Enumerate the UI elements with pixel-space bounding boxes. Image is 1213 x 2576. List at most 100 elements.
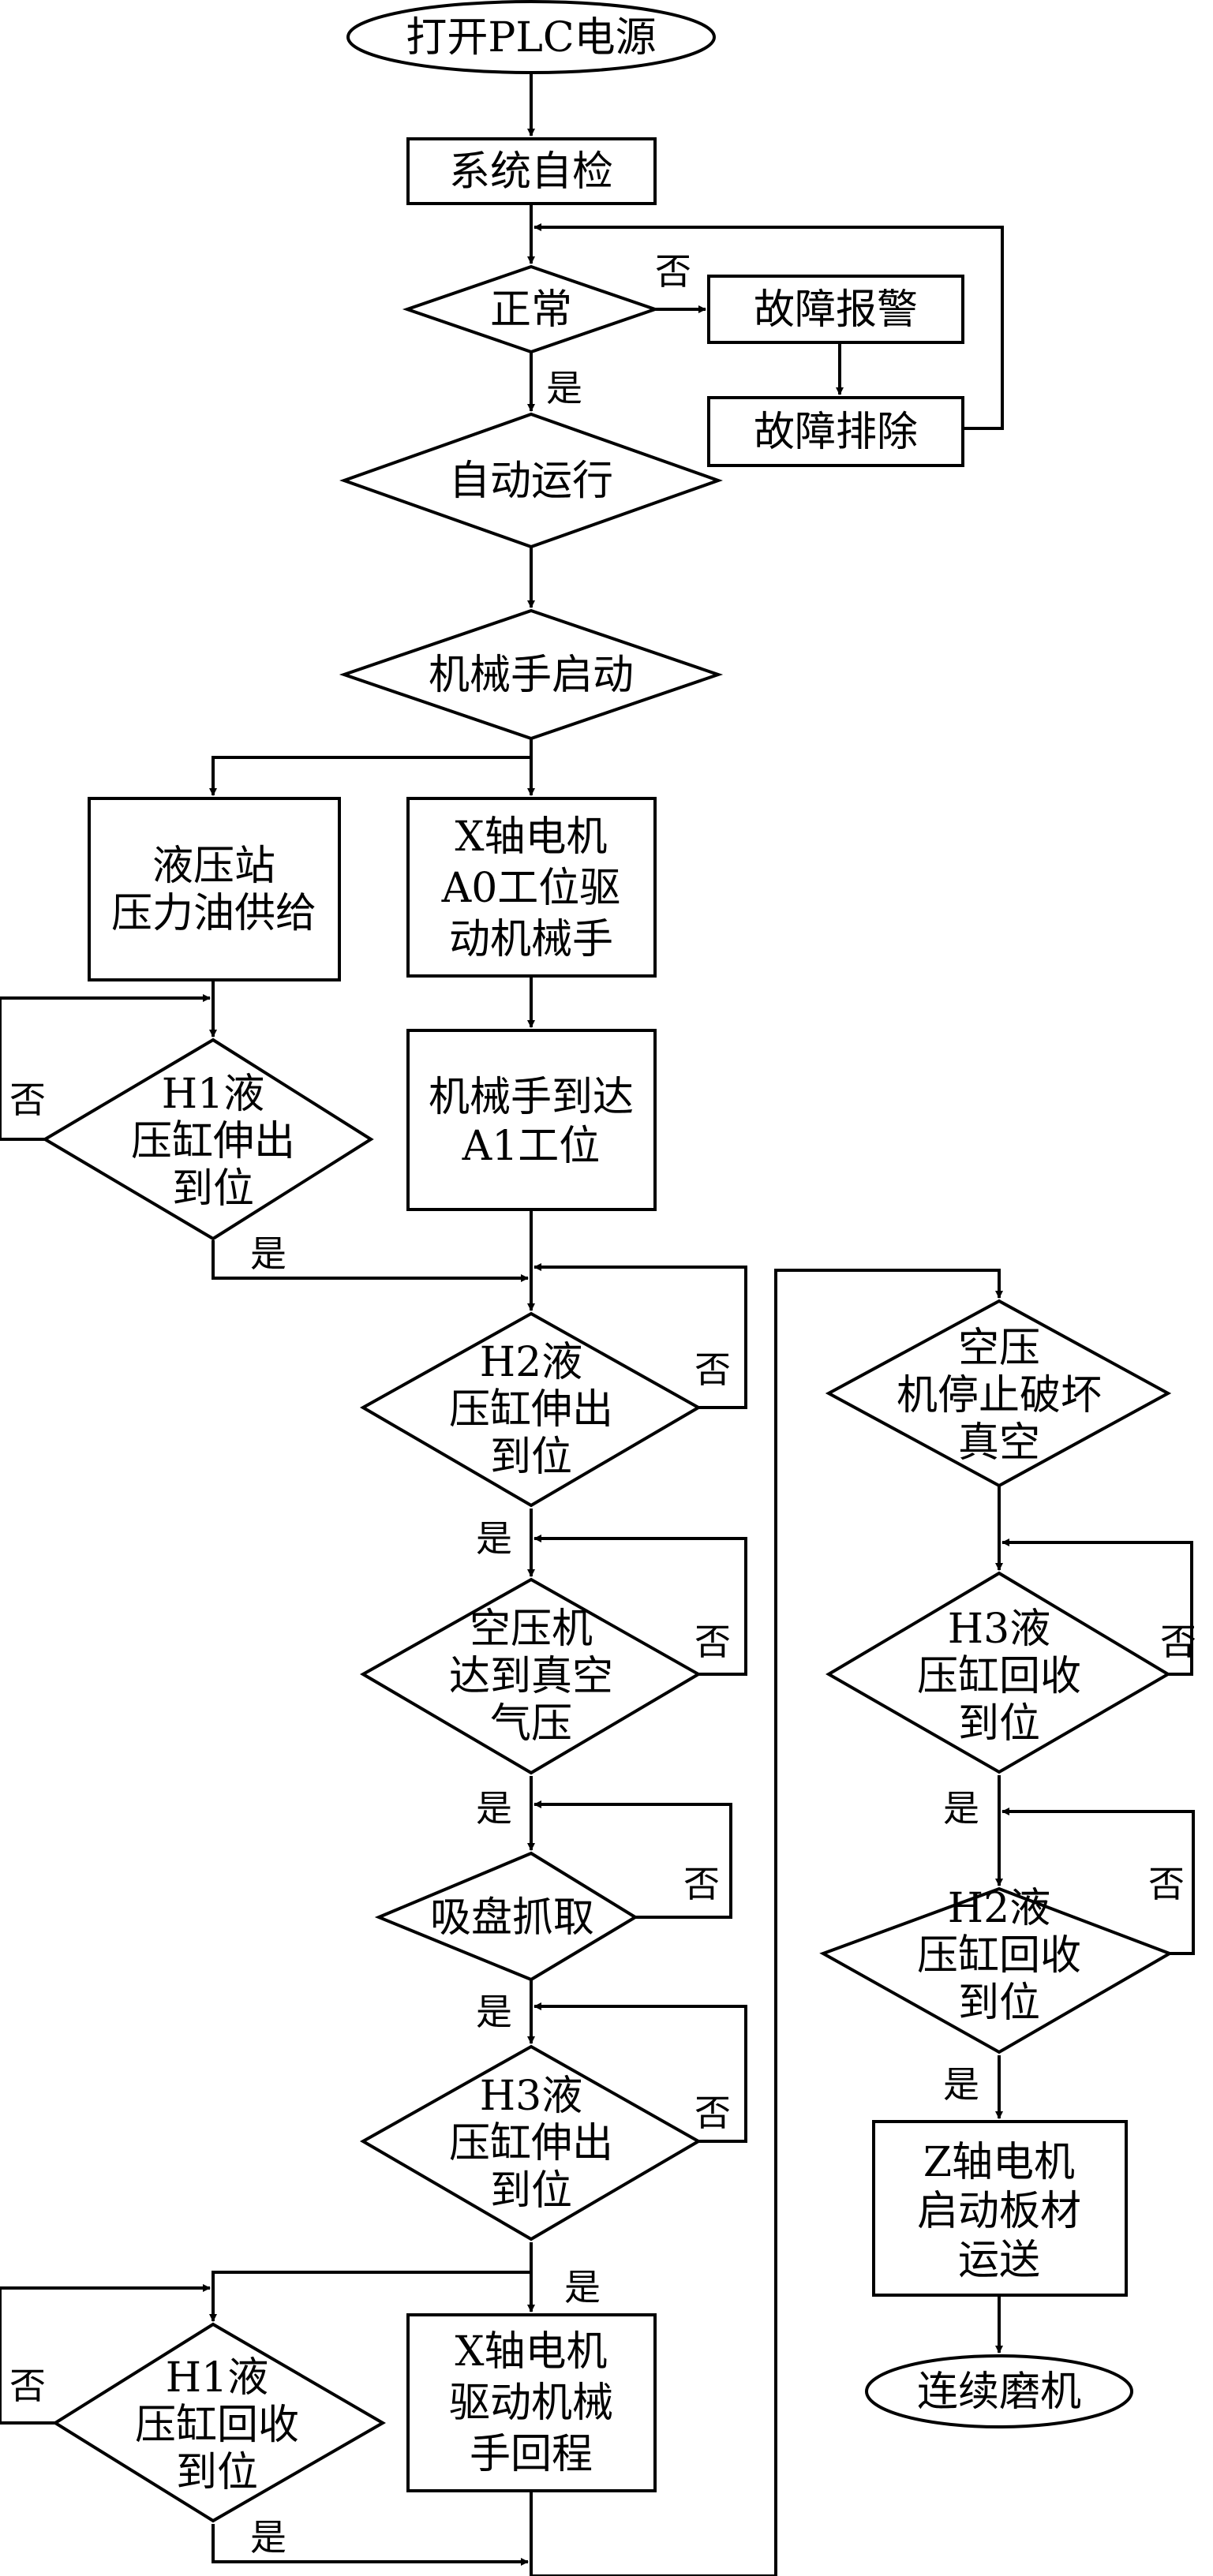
z-motor-line-2: 启动板材 (917, 2188, 1081, 2235)
x-motor-a0-line-3: 动机械手 (449, 916, 613, 963)
label-h1-yes: 是 (250, 1232, 286, 1275)
label-h2-no: 否 (694, 1348, 731, 1391)
arrow-h1-no-loop (0, 994, 211, 1141)
arrow-h1r-yes (212, 2524, 529, 2566)
h3-retract-line-3: 到位 (958, 1700, 1040, 1748)
robot-a1-box (406, 1029, 657, 1211)
normal-text: 正常 (490, 286, 572, 334)
label-h3-yes: 是 (564, 2266, 601, 2309)
h1-retract-line-2: 压缸回收 (135, 2402, 299, 2449)
label-h1r-yes: 是 (250, 2516, 286, 2559)
x-motor-a0-box (406, 797, 657, 978)
h3-retract-line-2: 压缸回收 (917, 1653, 1081, 1700)
air-vacuum-line-1: 空压机 (470, 1606, 593, 1653)
arrow-suction-no-loop (533, 1800, 732, 1919)
hydraulic-station-line-2: 压力油供给 (111, 890, 316, 937)
x-motor-a0-line-2: A0工位驱 (441, 865, 621, 912)
arrow-branch-left (209, 756, 531, 796)
arrow-h3-no-loop (533, 2002, 747, 2143)
suction-text: 吸盘抓取 (430, 1894, 594, 1942)
node-texts: 打开PLC电源 系统自检 正常 故障报警 故障排除 自动运行 机械手启动 液压站… (111, 14, 1102, 2496)
air-stop-line-2: 机停止破坏 (897, 1372, 1102, 1419)
fault-alarm-text: 故障报警 (754, 286, 918, 334)
label-h2-yes: 是 (476, 1517, 512, 1560)
air-vacuum-decision (359, 1577, 702, 1775)
air-stop-decision (825, 1299, 1172, 1488)
air-vacuum-line-3: 气压 (490, 1700, 572, 1748)
robot-start-text: 机械手启动 (429, 652, 634, 699)
start-text: 打开PLC电源 (406, 14, 656, 62)
branch-labels: 否 是 否 是 否 是 否 是 否 是 否 是 否 是 否 是 否 是 (9, 250, 1196, 2559)
auto-run-text: 自动运行 (449, 458, 613, 505)
h1-retract-decision (52, 2322, 386, 2523)
h3-extend-decision (359, 2044, 702, 2241)
label-h3r-no: 否 (1160, 1621, 1196, 1663)
arrow-return-to-right (530, 1269, 1003, 2576)
arrow-air-no-loop (533, 1535, 747, 1676)
x-motor-return-box (406, 2313, 657, 2492)
self-check-text: 系统自检 (449, 148, 613, 196)
air-stop-line-1: 空压 (958, 1325, 1040, 1372)
h3-extend-line-2: 压缸伸出 (449, 2120, 613, 2167)
label-h2r-yes: 是 (943, 2063, 979, 2106)
arrow-h1r-no-loop (0, 2284, 211, 2425)
h3-retract-line-1: H3液 (948, 1606, 1050, 1653)
h2-retract-line-3: 到位 (958, 1980, 1040, 2027)
arrow-h3r-no-loop (1001, 1538, 1193, 1676)
h2-retract-line-1: H2液 (948, 1885, 1050, 1932)
robot-a1-line-1: 机械手到达 (429, 1074, 634, 1121)
h3-extend-line-3: 到位 (490, 2167, 572, 2215)
fault-alarm-box (707, 275, 964, 344)
label-air-no: 否 (694, 1621, 731, 1663)
connectors (0, 73, 1195, 2576)
h2-extend-line-2: 压缸伸出 (449, 1386, 613, 1434)
label-air-yes: 是 (476, 1787, 512, 1830)
robot-a1-line-2: A1工位 (462, 1123, 601, 1170)
x-motor-return-line-2: 驱动机械 (449, 2380, 613, 2427)
h2-extend-line-3: 到位 (490, 1434, 572, 1481)
normal-decision (402, 264, 661, 354)
h2-extend-decision (359, 1311, 702, 1508)
h1-extend-line-2: 压缸伸出 (131, 1118, 295, 1165)
end-text: 连续磨机 (917, 2368, 1081, 2416)
end-terminal (865, 2354, 1133, 2428)
air-vacuum-line-2: 达到真空 (449, 1653, 613, 1700)
h1-retract-line-3: 到位 (176, 2449, 258, 2496)
h1-extend-line-1: H1液 (162, 1071, 264, 1118)
fault-clear-text: 故障排除 (754, 409, 918, 456)
label-h2r-no: 否 (1148, 1863, 1185, 1905)
arrow-h2r-no-loop (1001, 1808, 1195, 1955)
z-motor-line-1: Z轴电机 (923, 2139, 1075, 2186)
h2-extend-line-1: H2液 (480, 1339, 582, 1386)
z-motor-box (872, 2120, 1128, 2297)
h1-extend-decision (42, 1038, 374, 1241)
robot-start-decision (339, 608, 724, 741)
z-motor-line-3: 运送 (958, 2237, 1040, 2284)
label-normal-yes: 是 (546, 367, 582, 409)
label-h1-no: 否 (9, 1079, 46, 1121)
suction-decision (374, 1851, 638, 1982)
h1-extend-line-3: 到位 (172, 1165, 254, 1213)
hydraulic-station-box (88, 797, 341, 981)
label-suction-yes: 是 (476, 1991, 512, 2033)
hydraulic-station-line-1: 液压站 (152, 843, 275, 890)
x-motor-return-line-3: 手回程 (470, 2431, 593, 2478)
start-terminal (346, 0, 716, 74)
h3-retract-decision (826, 1571, 1171, 1774)
x-motor-return-line-1: X轴电机 (455, 2328, 607, 2376)
air-stop-line-3: 真空 (958, 1419, 1040, 1467)
x-motor-a0-line-1: X轴电机 (455, 813, 607, 861)
h2-retract-line-2: 压缸回收 (917, 1932, 1081, 1980)
fault-clear-box (707, 396, 964, 467)
self-check-box (406, 137, 657, 205)
arrow-h2-no-loop (533, 1263, 747, 1409)
label-suction-no: 否 (683, 1863, 720, 1905)
arrow-h3-yes-left (209, 2271, 531, 2322)
auto-run-decision (339, 412, 723, 549)
h3-extend-line-1: H3液 (480, 2073, 582, 2120)
label-h3r-yes: 是 (943, 1787, 979, 1830)
arrow-h1-yes (212, 1240, 529, 1282)
arrow-clear-loop (533, 223, 1004, 430)
label-h3-no: 否 (694, 2092, 731, 2134)
